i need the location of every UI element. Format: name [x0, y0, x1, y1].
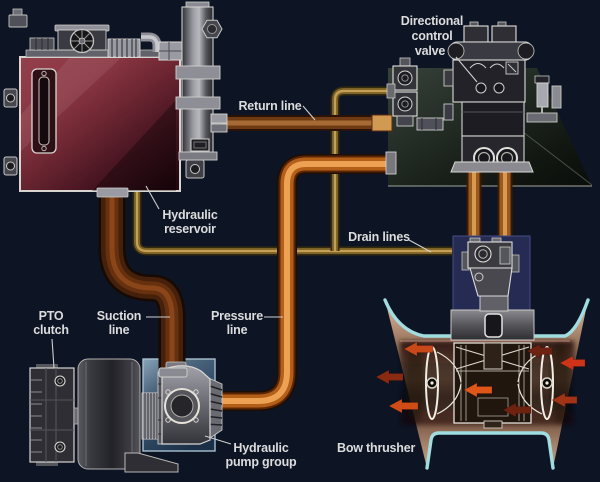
drain-line-pipes: [132, 86, 452, 256]
flow-arrow-icon: [388, 398, 419, 414]
flow-arrow-icon: [463, 382, 493, 398]
filter-tower: [175, 1, 228, 179]
suction-collar: [96, 187, 129, 198]
return-flange: [210, 113, 228, 124]
thruster-gearbox: [453, 342, 532, 429]
leader-pump: [204, 435, 232, 445]
valve-drop-pipes: [466, 168, 513, 240]
label-directional-2: control: [412, 29, 453, 43]
bow-thruster: [375, 298, 590, 470]
flow-arrow-icon: [559, 355, 586, 371]
label-pressure-1: Pressure: [211, 309, 263, 323]
label-suction-1: Suction: [97, 309, 141, 323]
labels: Directional control valve Return line Hy…: [33, 14, 478, 469]
label-pto-2: clutch: [33, 323, 69, 337]
pressure-fitting: [385, 151, 397, 175]
pto-clutch-unit: [29, 364, 75, 466]
reservoir-assembly: [3, 1, 228, 198]
leader-reservoir: [145, 185, 160, 210]
propeller-right: [517, 346, 554, 420]
tank-top-equipment: [25, 24, 184, 61]
valve-lever: [526, 75, 562, 123]
handwheel-icon: [69, 28, 95, 54]
flow-arrows: [375, 341, 586, 418]
directional-control-valve: [385, 21, 562, 175]
hydraulic-pump: [157, 361, 223, 445]
label-directional-3: valve: [415, 44, 446, 58]
suction-line-pipe: [98, 193, 186, 380]
label-drain-lines: Drain lines: [348, 230, 410, 244]
label-reservoir-1: Hydraulic: [162, 208, 217, 222]
label-reservoir-2: reservoir: [164, 222, 216, 236]
pressure-line-pipe: [206, 154, 390, 411]
drain-fitting: [386, 83, 396, 99]
leader-pto: [51, 338, 55, 369]
label-return-line: Return line: [238, 99, 301, 113]
flow-arrow-icon: [502, 402, 532, 418]
solenoid-valves: [392, 57, 444, 131]
flow-arrow-icon: [375, 369, 404, 385]
label-pump-1: Hydraulic: [233, 441, 288, 455]
label-pressure-2: line: [227, 323, 248, 337]
thruster-motor-assembly: [450, 235, 535, 341]
label-directional-1: Directional: [401, 14, 463, 28]
label-bow-thruster: Bow thrusher: [337, 441, 415, 455]
flywheel-drum: [77, 358, 141, 470]
hex-bolt-icon: [201, 19, 223, 39]
hydraulic-motor: [461, 237, 520, 297]
mount-bracket: [124, 452, 179, 473]
flow-arrow-icon: [551, 392, 578, 408]
label-pto-1: PTO: [39, 309, 64, 323]
mounting-tabs: [3, 8, 28, 176]
label-pump-2: pump group: [226, 455, 297, 469]
flow-arrow-icon: [526, 343, 553, 359]
leader-valve: [455, 56, 478, 83]
pump-group-assembly: [29, 358, 223, 473]
label-suction-2: line: [109, 323, 130, 337]
flow-arrow-icon: [403, 341, 434, 357]
leader-drain: [408, 239, 432, 253]
level-gauge: [31, 68, 57, 154]
leader-return: [302, 105, 316, 121]
spline-coupling: [141, 392, 163, 440]
return-line-pipe: [222, 114, 393, 132]
tunnel-keel-outline: [425, 431, 555, 470]
